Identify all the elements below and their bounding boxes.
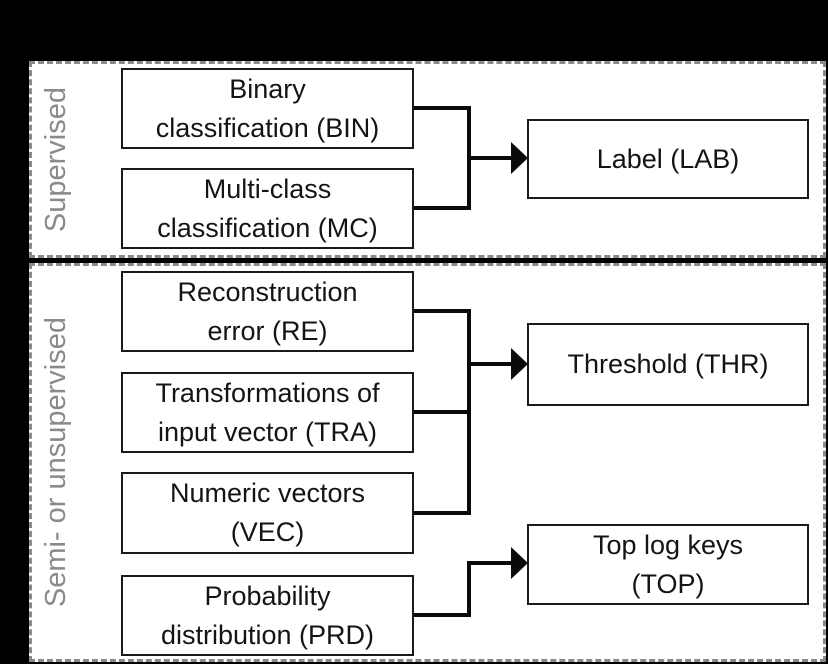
arrowhead-right-icon — [511, 547, 528, 579]
node-multi-class-classification: Multi-class classification (MC) — [121, 168, 414, 249]
connector-line-tra — [413, 410, 471, 414]
arrowhead-right-icon — [511, 348, 528, 380]
connector-junction-threshold — [467, 309, 471, 515]
node-top-log-keys-output: Top log keys (TOP) — [527, 524, 809, 605]
arrowhead-right-icon — [511, 142, 528, 174]
node-transformations-input-vector: Transformations of input vector (TRA) — [121, 372, 414, 453]
connector-line-vec — [413, 511, 471, 515]
connector-line-mc — [413, 206, 471, 210]
node-numeric-vectors: Numeric vectors (VEC) — [121, 472, 414, 554]
node-reconstruction-error: Reconstruction error (RE) — [121, 271, 414, 352]
node-probability-distribution: Probability distribution (PRD) — [121, 575, 414, 656]
node-threshold-output: Threshold (THR) — [527, 323, 809, 406]
connector-line-bin — [413, 106, 471, 110]
connector-arrow-shaft-label — [467, 156, 512, 160]
node-label-output: Label (LAB) — [527, 119, 809, 199]
connector-line-prd — [413, 613, 471, 617]
connector-arrow-shaft-top-log-keys — [467, 561, 512, 565]
connector-junction-top-log-keys — [467, 561, 471, 617]
connector-arrow-shaft-threshold — [467, 362, 512, 366]
node-binary-classification: Binary classification (BIN) — [121, 68, 414, 149]
connector-line-re — [413, 309, 471, 313]
